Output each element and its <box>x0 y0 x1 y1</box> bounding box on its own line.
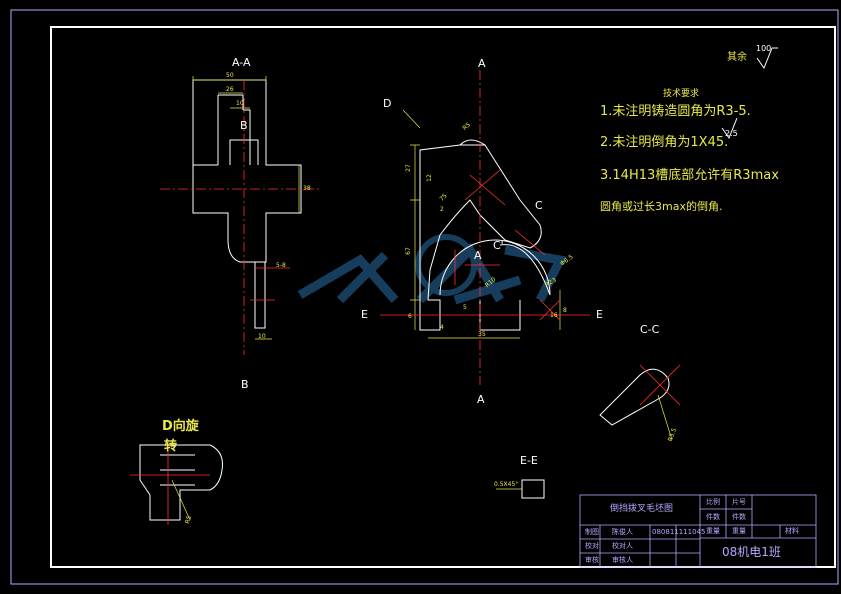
dim-ee: 0.5X45° <box>494 481 519 488</box>
dim-main-8: 8 <box>563 307 567 314</box>
section-aa-label: A-A <box>232 56 251 69</box>
dim-aa-26: 26 <box>226 86 234 93</box>
tb-approve-v: 审核人 <box>612 556 633 564</box>
tech-line3: 3.14H13槽底部允许有R3max <box>600 168 779 183</box>
section-cc <box>599 368 670 426</box>
tb-drafter-h: 制图 <box>585 528 599 536</box>
dim-aa-10b: 10 <box>258 333 266 340</box>
dim-aa-10: 10 <box>236 100 244 107</box>
section-a-bottom-label: A <box>477 393 485 406</box>
tb-weight-v: 重量 <box>732 527 746 535</box>
section-e-right-label: E <box>596 308 603 321</box>
tb-check-h: 校对 <box>585 542 599 550</box>
tb-drafter-v: 陈俊人 <box>612 528 633 536</box>
tech-line1: 1.未注明铸造圆角为R3-5. <box>600 104 751 119</box>
tech-line2-roughness: 2.5 <box>725 129 738 138</box>
section-aa <box>192 79 302 329</box>
section-c-prime-label: C' <box>493 239 504 252</box>
sheet-inner-frame <box>50 26 836 568</box>
tb-part-name: 倒挡拨叉毛坯图 <box>610 504 674 514</box>
tb-material-v: 件数 <box>732 513 746 521</box>
dim-main-12: 12 <box>425 174 433 182</box>
view-d-label-line1: D向旋 <box>162 419 199 434</box>
section-c-label: C <box>535 199 543 212</box>
surface-label: 其余 <box>727 52 747 63</box>
tech-title: 技术要求 <box>663 89 700 99</box>
tb-drawing-no: 080811111045 <box>652 528 706 536</box>
dim-main-2: 2 <box>440 206 444 213</box>
dim-main-4: 4 <box>440 324 444 331</box>
tb-weight-h: 重量 <box>706 527 720 535</box>
tb-scale-v: 片号 <box>732 498 746 506</box>
dim-main-67: 67 <box>404 247 412 255</box>
main-view <box>419 139 551 331</box>
section-ee <box>521 479 545 499</box>
sheet-outer-frame <box>10 9 839 585</box>
dim-main-6: 6 <box>408 313 412 320</box>
dim-main-16: 16 <box>550 312 558 319</box>
dim-aa-50: 50 <box>226 72 234 79</box>
tb-check-v: 校对人 <box>612 542 633 550</box>
section-a-inner-label: A <box>474 249 482 262</box>
dim-aa-38: 38 <box>303 185 311 192</box>
section-b-bottom-label: B <box>241 378 249 391</box>
tech-line4: 圆角或过长3max的倒角. <box>600 200 723 213</box>
tb-approve-h: 审核 <box>585 556 599 564</box>
dim-main-35: 35 <box>478 331 486 338</box>
tb-scale-h: 比例 <box>706 498 720 506</box>
section-e-left-label: E <box>361 308 368 321</box>
tb-material: 材料 <box>785 527 799 535</box>
view-d-arrow-label: D <box>383 97 392 110</box>
section-ee-label: E-E <box>520 454 538 467</box>
tech-line2: 2.未注明倒角为1X45. <box>600 135 729 150</box>
tb-class-name: 08机电1班 <box>722 545 781 559</box>
view-d-label-line2: 转 <box>164 439 178 454</box>
title-block <box>579 494 817 568</box>
section-cc-label: C-C <box>640 323 660 336</box>
dim-main-5: 5 <box>463 304 467 311</box>
section-a-top-label: A <box>478 57 486 70</box>
tb-material-h: 件数 <box>706 513 720 521</box>
section-b-inner-label: B <box>240 119 248 132</box>
dim-main-27: 27 <box>404 164 412 172</box>
surface-value: 100 <box>756 44 772 53</box>
view-d <box>139 444 223 521</box>
dim-aa-5: 5-8 <box>276 262 286 269</box>
